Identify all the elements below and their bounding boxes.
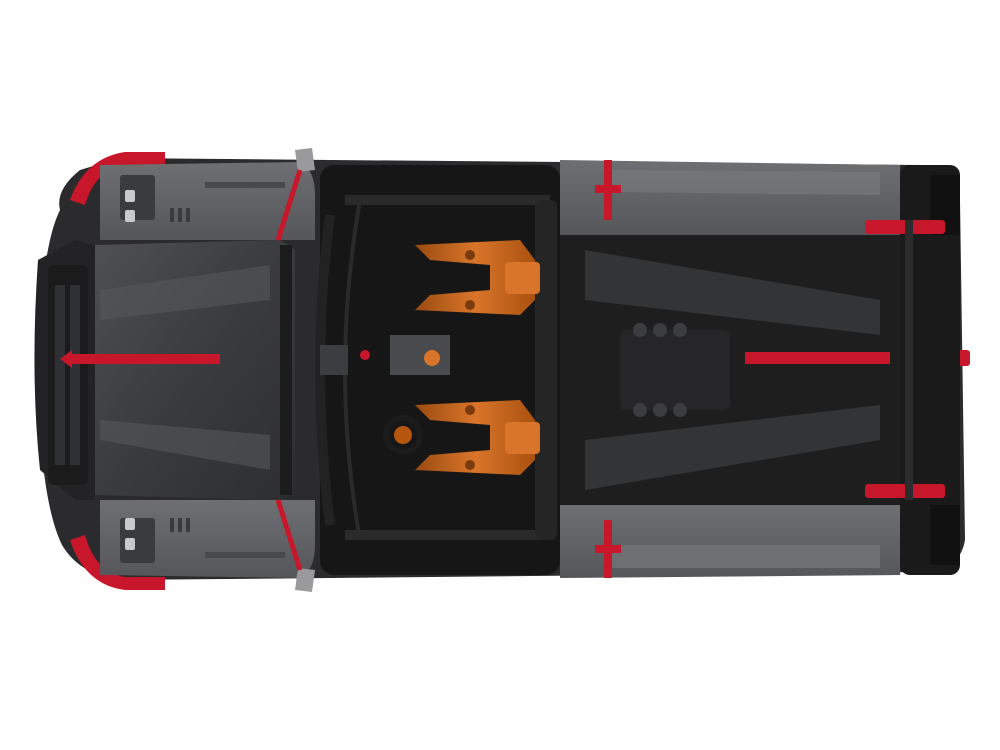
cockpit xyxy=(315,165,560,575)
hood-red-stripe xyxy=(70,354,220,364)
side-mirror-right xyxy=(275,499,315,592)
rear-section xyxy=(865,165,960,575)
engine-bay xyxy=(560,235,970,505)
side-pod-top xyxy=(560,160,900,235)
front-nose xyxy=(34,240,95,500)
hood xyxy=(60,240,295,500)
side-pod-bottom xyxy=(560,505,900,578)
seat-top xyxy=(415,240,540,315)
seat-bottom xyxy=(415,400,540,475)
steering-wheel xyxy=(383,415,423,455)
engine-red-stripe xyxy=(745,352,890,364)
front-fender-bottom xyxy=(100,500,315,578)
front-fender-top xyxy=(100,162,315,240)
front-red-corners xyxy=(70,152,165,590)
side-mirror-left xyxy=(275,148,315,241)
